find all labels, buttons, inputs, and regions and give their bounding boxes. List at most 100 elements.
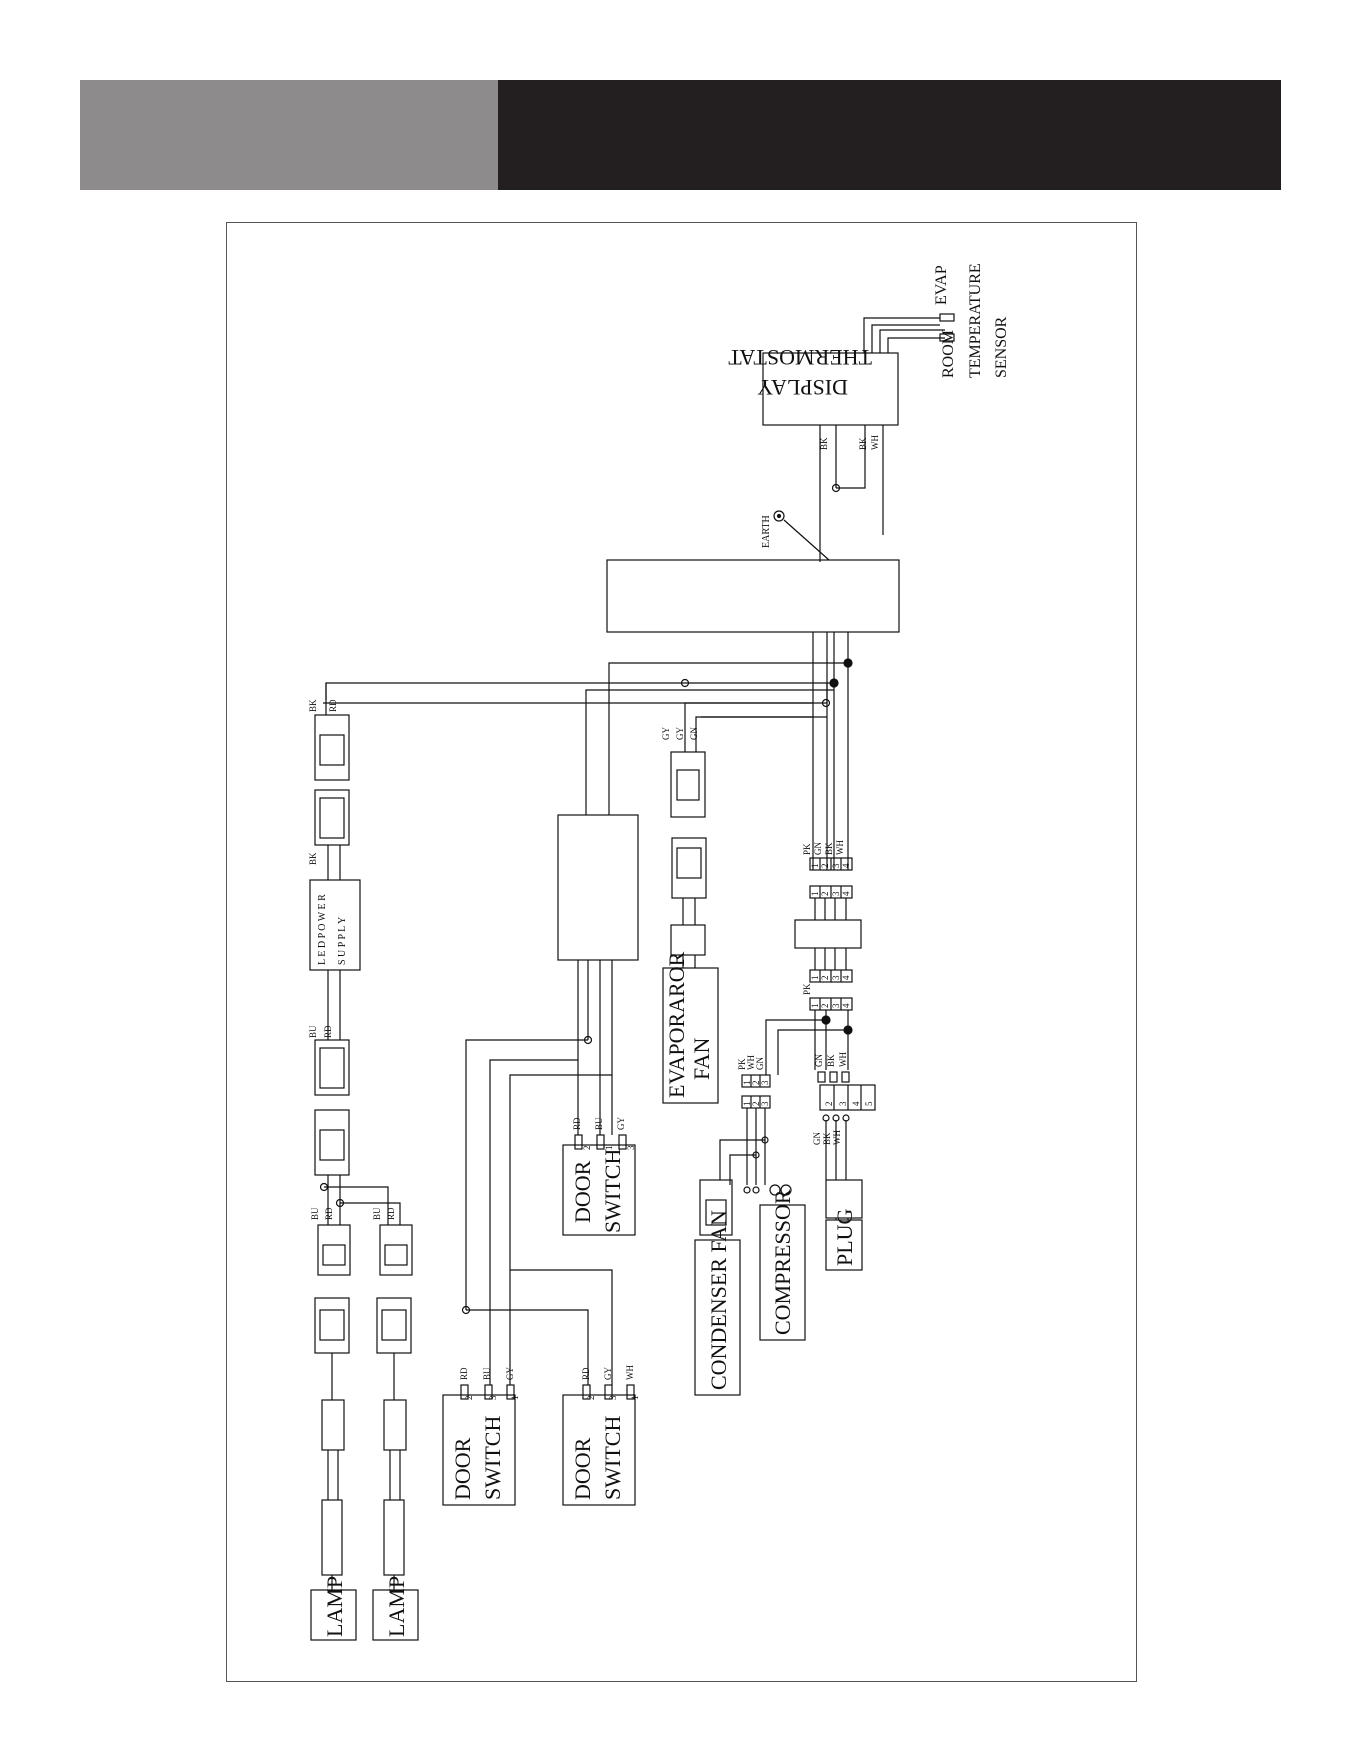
lamp-left-box xyxy=(310,1589,357,1641)
wire-label: BK xyxy=(824,842,834,855)
pin-number: 4 xyxy=(841,1003,851,1008)
wire-label: BU xyxy=(594,1117,604,1130)
pin-number: 3 xyxy=(760,1080,770,1085)
wire-label: WH xyxy=(838,1052,848,1067)
door-switch-right-box xyxy=(562,1394,636,1506)
pin-number: 1 xyxy=(810,1004,820,1009)
pin-number: 2 xyxy=(820,892,830,897)
wire-label: BK xyxy=(308,699,318,712)
room-sensor-label-2: TEMPERATURE xyxy=(967,263,984,378)
header-left-bar xyxy=(80,80,498,190)
lamp-right-label: LAMP xyxy=(384,1576,409,1637)
door-switch-center-label-1: DOOR xyxy=(570,1160,595,1223)
wire-label: WH xyxy=(832,1130,842,1145)
earth-label: EARTH xyxy=(761,515,772,548)
door-switch-center-label-2: SWITCH xyxy=(600,1149,625,1233)
pin-number: 3 xyxy=(831,1003,841,1008)
pin-number: 2 xyxy=(751,1102,761,1107)
wire-label: RD xyxy=(328,699,338,712)
led-power-supply-box xyxy=(309,879,361,971)
earth-symbol xyxy=(773,510,785,522)
door-switch-left-box xyxy=(442,1394,516,1506)
pin-number: 1 xyxy=(810,892,820,897)
wire-label: RD xyxy=(581,1367,591,1380)
pin-number: 2 xyxy=(824,1102,834,1107)
wire-label: BK xyxy=(308,852,318,865)
wire-label: BK xyxy=(819,437,829,450)
pin-number: 1 xyxy=(604,1146,614,1151)
wire-label: GY xyxy=(616,1117,626,1130)
pin-number: 3 xyxy=(608,1395,618,1400)
wire-label: GN xyxy=(814,1054,824,1067)
wire-label: GY xyxy=(603,1367,613,1380)
wire-label: PK xyxy=(802,843,812,855)
pin-number: 4 xyxy=(841,863,851,868)
evap-sensor-probe xyxy=(939,313,955,322)
pin-number: 2 xyxy=(820,1004,830,1009)
wire-label: BU xyxy=(308,1025,318,1038)
led-power-label-1: L E D P O W E R xyxy=(317,894,328,965)
center-relay-box xyxy=(557,814,639,961)
wire-label: GY xyxy=(505,1367,515,1380)
evap-fan-label-2: FAN xyxy=(689,1038,714,1080)
plug-box xyxy=(825,1219,863,1271)
thermostat-label-1: THERMOSTAT xyxy=(728,345,872,370)
wire-label: GN xyxy=(689,727,699,740)
wire-label: WH xyxy=(625,1365,635,1380)
header-right-bar xyxy=(498,80,1281,190)
pin-number: 4 xyxy=(841,975,851,980)
room-sensor-label-3: SENSOR xyxy=(993,316,1010,378)
evap-fan-label-1: EVAPORAROR xyxy=(664,951,689,1098)
door-switch-center-box xyxy=(562,1144,636,1236)
pin-number: 2 xyxy=(582,1146,592,1151)
wire-label: GN xyxy=(755,1057,765,1070)
pin-number: 5 xyxy=(864,1101,874,1106)
wire-label: GY xyxy=(661,727,671,740)
pin-number: 1 xyxy=(630,1396,640,1401)
wire-label: BU xyxy=(310,1207,320,1220)
compressor-label: COMPRESSOR xyxy=(770,1189,795,1335)
wire-label: BU xyxy=(482,1367,492,1380)
main-control-box xyxy=(606,559,900,633)
door-switch-right-label-2: SWITCH xyxy=(600,1416,625,1500)
wire-label: BK xyxy=(826,1054,836,1067)
pin-number: 3 xyxy=(626,1145,636,1150)
wire-label: RD xyxy=(572,1117,582,1130)
room-sensor-probe xyxy=(939,333,955,342)
wire-label: PK xyxy=(737,1058,747,1070)
door-switch-left-label-2: SWITCH xyxy=(480,1416,505,1500)
pin-number: 1 xyxy=(810,976,820,981)
wire-label: BU xyxy=(372,1207,382,1220)
pin-number: 3 xyxy=(831,975,841,980)
wire-label: RD xyxy=(323,1025,333,1038)
condenser-fan-label: CONDENSER FAN xyxy=(706,1210,731,1390)
pin-number: 4 xyxy=(841,891,851,896)
pin-number: 1 xyxy=(810,864,820,869)
pin-number: 3 xyxy=(760,1101,770,1106)
pin-number: 2 xyxy=(820,976,830,981)
pin-number: 2 xyxy=(751,1081,761,1086)
wire-label: GN xyxy=(813,842,823,855)
wire-label: WH xyxy=(870,435,880,450)
evaporator-fan-box xyxy=(662,967,719,1104)
wire-label: PK xyxy=(802,983,812,995)
pin-number: 3 xyxy=(488,1395,498,1400)
thermostat-box xyxy=(762,352,899,426)
pin-number: 3 xyxy=(838,1101,848,1106)
room-sensor-label-1: ROOM xyxy=(940,330,957,378)
pin-number: 2 xyxy=(464,1396,474,1401)
wire-label: GN xyxy=(812,1132,822,1145)
pin-number: 1 xyxy=(742,1081,752,1086)
pin-number: 2 xyxy=(586,1396,596,1401)
diagram-frame xyxy=(226,222,1137,1682)
led-power-label-2: S U P P L Y xyxy=(337,917,348,965)
condenser-fan-box xyxy=(694,1239,741,1396)
wire-label: RD xyxy=(459,1367,469,1380)
wire-label: BK xyxy=(858,437,868,450)
lamp-right-box xyxy=(372,1589,419,1641)
plug-label: PLUG xyxy=(832,1208,857,1266)
lamp-left-label: LAMP xyxy=(322,1576,347,1637)
door-switch-right-label-1: DOOR xyxy=(570,1437,595,1500)
compressor-box xyxy=(759,1204,806,1341)
